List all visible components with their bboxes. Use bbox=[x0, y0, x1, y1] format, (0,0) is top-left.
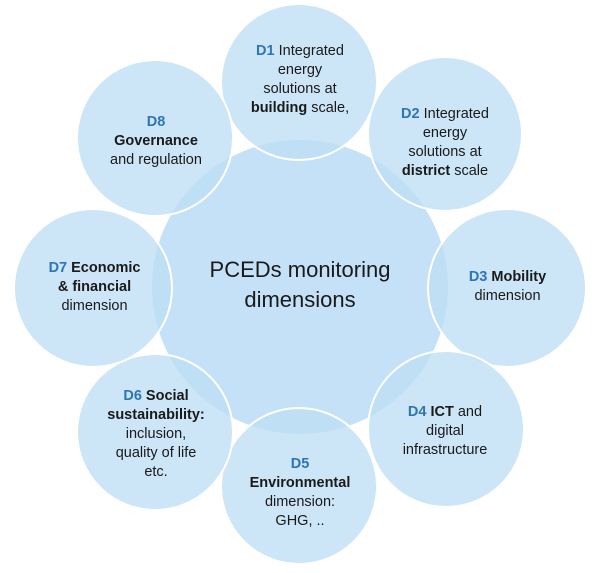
center-title: PCEDs monitoring dimensions bbox=[150, 250, 450, 320]
node-bold-text: Environmental bbox=[249, 475, 351, 491]
node-text: scale bbox=[450, 163, 489, 179]
node-text: and bbox=[453, 403, 483, 420]
circle-d7 bbox=[13, 208, 173, 368]
node-text: etc. bbox=[144, 463, 168, 480]
node-text-line: D2 Integrated bbox=[401, 105, 489, 124]
node-text-line: D6 Social bbox=[123, 387, 188, 406]
node-text: infrastructure bbox=[402, 441, 488, 458]
node-bold-text: Mobility bbox=[491, 269, 547, 285]
node-text: Integrated bbox=[278, 43, 344, 59]
node-text-line: solutions at bbox=[263, 80, 336, 99]
node-text-line: D1 Integrated bbox=[256, 42, 344, 61]
node-text: dimension bbox=[474, 288, 541, 304]
node-bold-text: sustainability: bbox=[107, 406, 205, 423]
node-bold-text: building bbox=[250, 100, 308, 116]
node-text-line: etc. bbox=[144, 463, 167, 482]
node-text-line: solutions at bbox=[408, 143, 481, 162]
node-code: D4 bbox=[407, 403, 427, 420]
circle-d5 bbox=[220, 407, 378, 565]
node-text-line: infrastructure bbox=[403, 441, 488, 460]
node-text-line: dimension bbox=[61, 297, 127, 316]
circle-d3 bbox=[427, 208, 587, 368]
node-bold-text: & financial bbox=[57, 278, 132, 295]
node-bold-text: Economic bbox=[71, 259, 141, 276]
node-code: D2 bbox=[401, 106, 420, 122]
node-text: inclusion, bbox=[125, 425, 187, 442]
node-text-line: district scale bbox=[402, 162, 488, 181]
node-code: D7 bbox=[48, 259, 68, 276]
node-text: scale, bbox=[307, 100, 350, 116]
node-text: GHG, .. bbox=[275, 513, 325, 529]
node-text-line: sustainability: bbox=[107, 406, 205, 425]
node-text-line: digital bbox=[426, 422, 464, 441]
node-text: dimension: bbox=[264, 494, 336, 510]
node-code: D6 bbox=[123, 387, 142, 404]
node-code: D8 bbox=[146, 113, 166, 130]
node-text-line: D3 Mobility bbox=[469, 268, 546, 287]
node-text: digital bbox=[426, 422, 464, 439]
node-text-line: dimension: bbox=[265, 493, 335, 512]
circle-d1 bbox=[220, 3, 378, 161]
circle-d6 bbox=[76, 353, 234, 511]
node-text-line: energy bbox=[423, 124, 467, 143]
node-text: energy bbox=[277, 62, 323, 78]
node-text-line: building scale, bbox=[251, 99, 349, 118]
circle-d4 bbox=[367, 350, 525, 508]
node-code: D3 bbox=[468, 269, 488, 285]
node-bold-text: Social bbox=[145, 387, 189, 404]
node-bold-text: Governance bbox=[114, 132, 198, 149]
node-text: dimension bbox=[61, 297, 128, 314]
node-text-line: Governance bbox=[114, 132, 198, 151]
node-code-line: D8 bbox=[147, 113, 166, 132]
node-text-line: and regulation bbox=[110, 151, 202, 170]
node-text-line: D4 ICT and bbox=[408, 403, 482, 422]
node-text: energy bbox=[422, 125, 468, 141]
node-text: quality of life bbox=[115, 444, 197, 461]
node-code: D5 bbox=[290, 456, 310, 472]
circle-d2 bbox=[367, 56, 523, 212]
node-code-line: D5 bbox=[291, 455, 310, 474]
node-text-line: Environmental bbox=[250, 474, 351, 493]
node-bold-text: ICT bbox=[430, 403, 454, 420]
center-title-line1: PCEDs monitoring bbox=[209, 257, 391, 282]
node-text: solutions at bbox=[408, 144, 482, 160]
node-text: solutions at bbox=[263, 81, 337, 97]
center-title-line2: dimensions bbox=[244, 287, 356, 312]
node-text-line: inclusion, bbox=[126, 425, 186, 444]
node-text-line: quality of life bbox=[116, 444, 197, 463]
node-text-line: GHG, .. bbox=[275, 512, 324, 531]
node-text-line: energy bbox=[278, 61, 322, 80]
node-bold-text: district bbox=[401, 163, 451, 179]
node-text-line: D7 Economic bbox=[49, 259, 141, 278]
node-text-line: dimension bbox=[474, 287, 540, 306]
node-text-line: & financial bbox=[58, 278, 131, 297]
node-code: D1 bbox=[256, 43, 275, 59]
node-text: and regulation bbox=[110, 151, 202, 168]
circle-d8 bbox=[76, 59, 234, 217]
node-text: Integrated bbox=[423, 106, 489, 122]
